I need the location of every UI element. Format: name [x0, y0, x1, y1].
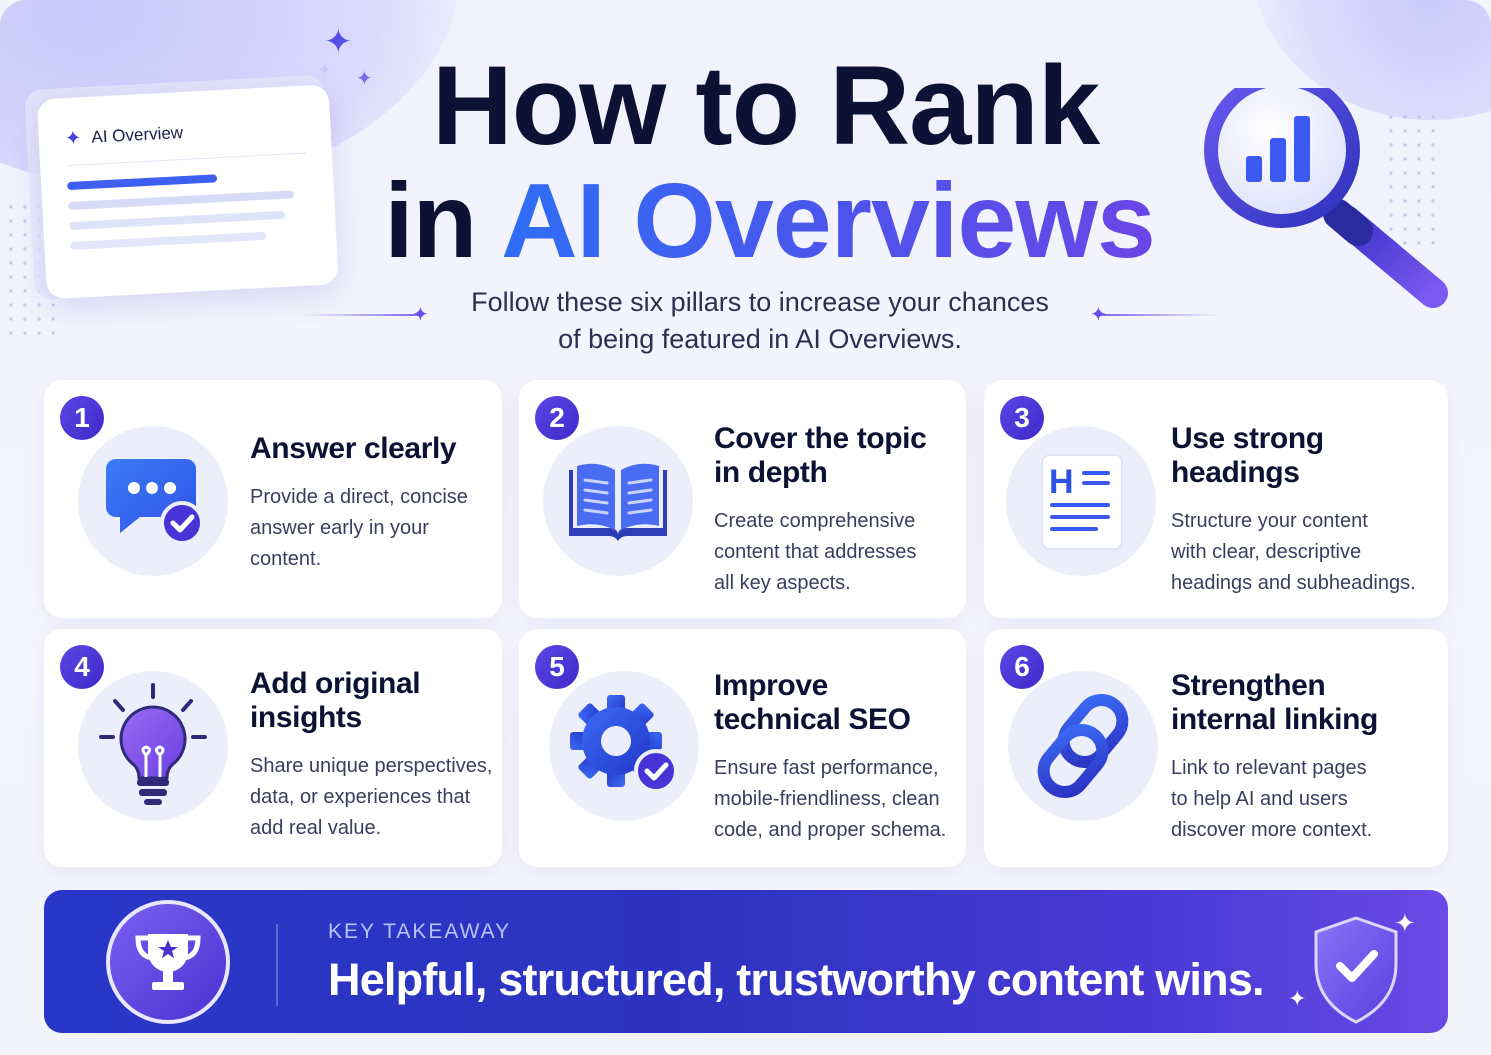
dot-pattern	[1384, 110, 1444, 250]
pillar-card-4: 4 Add original insights Share un	[44, 629, 502, 867]
pillar-title: Add original insights	[250, 667, 421, 734]
page-title-line2: in AI Overviews	[24, 168, 1491, 274]
divider	[302, 314, 420, 316]
chain-link-icon	[1008, 671, 1158, 821]
heading-document-icon: H	[1006, 426, 1156, 576]
divider	[1100, 314, 1220, 316]
pillar-description: Share unique perspectives, data, or expe…	[250, 755, 493, 839]
pillar-card-2: 2 Cover the topic in depth Create compre…	[519, 380, 966, 618]
pillar-title: Improve technical SEO	[714, 669, 911, 736]
title-prefix: in	[384, 162, 477, 280]
pillar-number: 5	[535, 645, 579, 689]
pillar-description: Link to relevant pages to help AI and us…	[1171, 757, 1373, 841]
pillar-card-1: 1 Answer clearly Provide a direct, conci…	[44, 380, 502, 618]
sparkle-icon: ✦	[412, 304, 429, 326]
pillar-title: Use strong headings	[1171, 422, 1324, 489]
pillar-number: 6	[1000, 645, 1044, 689]
magnifier-chart-icon	[1204, 88, 1448, 308]
pillar-number: 3	[1000, 396, 1044, 440]
pillar-card-6: 6 Strengthen internal linking Link to re…	[984, 629, 1448, 867]
pillar-title: Cover the topic in depth	[714, 422, 927, 489]
svg-text:✦: ✦	[1288, 987, 1306, 1012]
pillar-number: 4	[60, 645, 104, 689]
chat-check-icon	[78, 426, 228, 576]
shield-check-icon: ✦ ✦	[1288, 909, 1416, 1024]
svg-text:✦: ✦	[1394, 909, 1416, 939]
sparkle-icon: ✦	[356, 68, 373, 90]
title-highlight: AI Overviews	[500, 162, 1156, 280]
subtitle: Follow these six pillars to increase you…	[471, 287, 1049, 354]
lightbulb-icon	[78, 671, 228, 821]
key-takeaway-banner: KEY TAKEAWAY Helpful, structured, trustw…	[44, 890, 1448, 1033]
pillar-description: Provide a direct, concise answer early i…	[250, 486, 468, 570]
sparkle-icon: ✦	[324, 23, 353, 61]
sparkle-icon: ✦	[1090, 304, 1107, 326]
pillar-number: 1	[60, 396, 104, 440]
pillar-description: Ensure fast performance, mobile-friendli…	[714, 757, 947, 841]
pillar-description: Create comprehensive content that addres…	[714, 510, 917, 594]
banner-divider	[276, 924, 278, 1006]
gear-check-icon	[549, 671, 699, 821]
banner-label: KEY TAKEAWAY	[328, 920, 512, 943]
pillar-description: Structure your content with clear, descr…	[1171, 510, 1416, 594]
open-book-icon	[543, 426, 693, 576]
page-title-line1: How to Rank	[431, 43, 1100, 168]
pillar-title: Strengthen internal linking	[1171, 669, 1378, 736]
pillar-number: 2	[535, 396, 579, 440]
trophy-icon	[106, 900, 230, 1024]
pillar-card-5: 5	[519, 629, 966, 867]
pillar-title: Answer clearly	[250, 432, 457, 465]
svg-text:H: H	[1049, 463, 1074, 501]
banner-text: Helpful, structured, trustworthy content…	[328, 954, 1265, 1005]
sparkle-icon: ✦	[318, 62, 332, 79]
pillar-card-3: 3 H Use strong headings Structure your c…	[984, 380, 1448, 618]
